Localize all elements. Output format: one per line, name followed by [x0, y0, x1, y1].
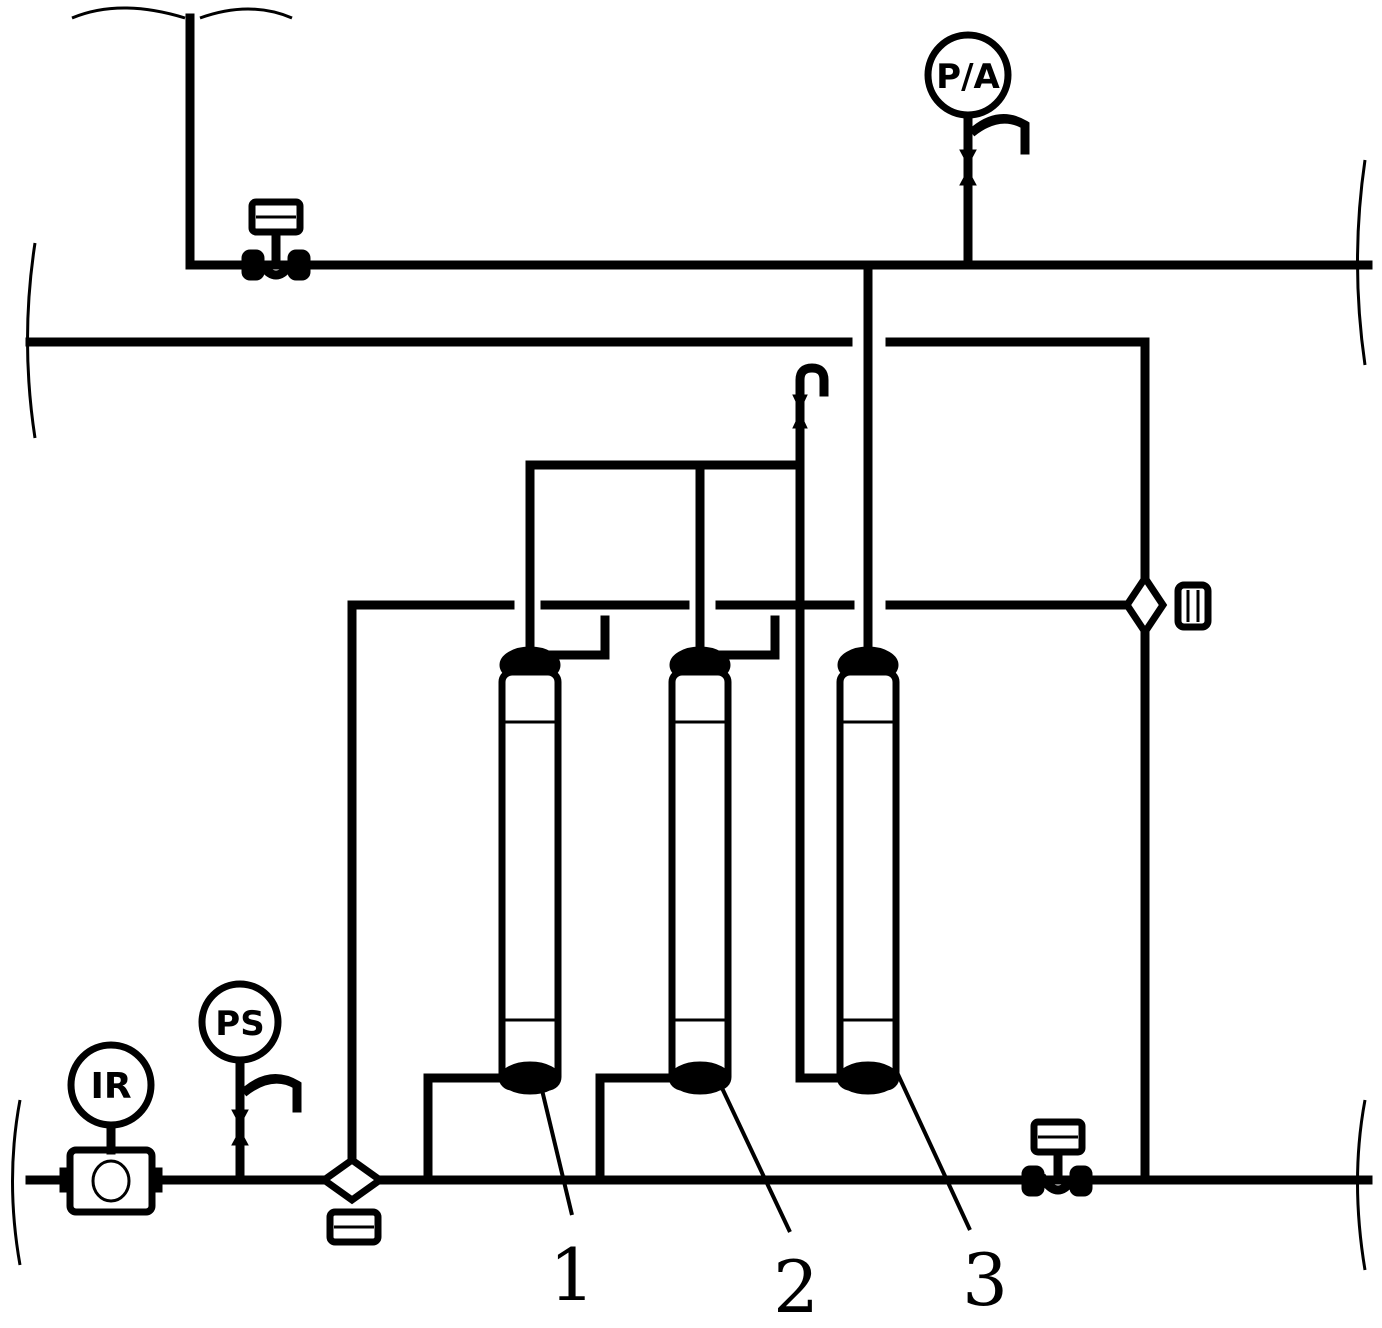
column-3-label: 3 [962, 1238, 1008, 1322]
line-break-marks [11, 6, 1367, 1271]
col2-branch [710, 615, 780, 660]
column-2-label: 2 [773, 1245, 819, 1328]
col1-bottom-feed [423, 1073, 505, 1185]
top-valve [241, 198, 311, 281]
cross-header-left [347, 600, 515, 1185]
bottom-diamond-valve [317, 1155, 387, 1246]
column-1 [498, 646, 562, 1095]
bottom-valve [1021, 1118, 1093, 1197]
ps-instrument: PS [198, 980, 302, 1185]
pa-instrument-label: P/A [936, 57, 1000, 97]
column-1-label: 1 [549, 1233, 595, 1317]
vent-stub [792, 363, 829, 470]
top-inlet-pipe [185, 13, 1373, 270]
col3-side-line [795, 460, 845, 1083]
col1-branch [540, 615, 610, 660]
column-3 [836, 646, 900, 1095]
right-diamond-valve [1122, 571, 1212, 639]
pa-instrument: P/A [924, 31, 1030, 270]
ir-instrument-label: IR [90, 1066, 131, 1107]
column-2 [668, 646, 732, 1095]
ir-instrument: IR [59, 1041, 163, 1216]
leader-lines [540, 1067, 972, 1233]
ps-instrument-label: PS [215, 1004, 264, 1044]
middle-header-pipe-right [885, 337, 1150, 600]
col2-bottom-feed [595, 1073, 675, 1185]
